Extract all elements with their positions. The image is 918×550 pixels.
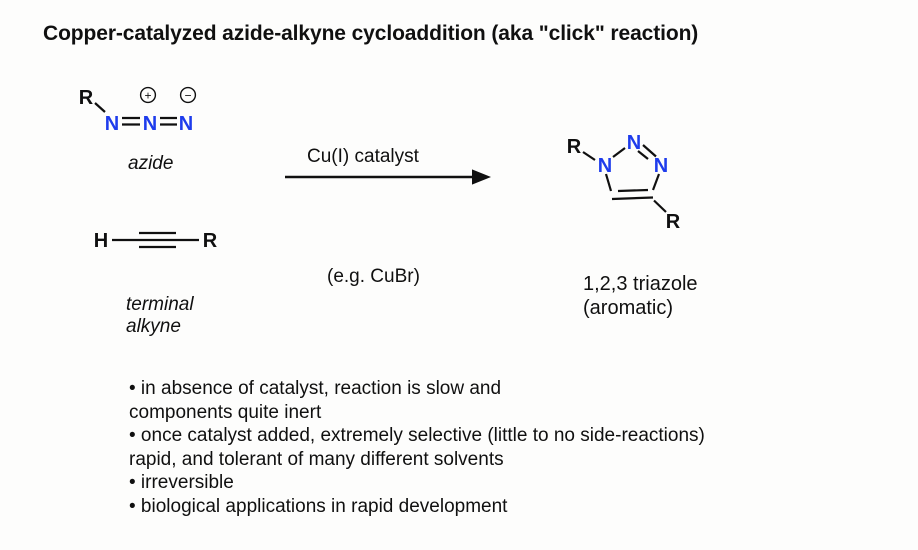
note-line-1: • in absence of catalyst, reaction is sl… [129,378,502,399]
note-line-6: • biological applications in rapid devel… [129,495,508,517]
arrow-head-icon [472,169,491,185]
reaction-arrow [285,169,491,185]
alkyne-caption: terminal alkyne [126,294,194,338]
triazole-n2-n3-double-bond-inner [637,150,649,160]
triazole-caption-line2: (aromatic) [583,297,674,319]
plus-charge-icon: + [139,86,157,104]
alkyne-caption-line1: terminal [126,294,194,315]
minus-charge-sign: − [184,88,191,102]
note-line-5: • irreversible [129,472,234,494]
triazole-c4-c5-bond-edge [611,196,654,201]
minus-charge-icon: − [179,86,197,104]
note-line-4: rapid, and tolerant of many different so… [129,448,504,470]
page-title: Copper-catalyzed azide-alkyne cycloaddit… [43,22,699,45]
azide-n2-atom: N [143,113,157,135]
triazole-n1-n2-bond [612,147,626,158]
triazole-n1-atom: N [598,155,612,177]
triazole-r-n1-bond [582,151,596,161]
triazole-r-top-label: R [567,136,582,158]
azide-n1-atom: N [105,113,119,135]
catalyst-label: Cu(I) catalyst [307,146,419,167]
note-line-2: components quite inert [129,401,322,423]
triazole-structure: R N N N R [567,132,681,233]
alkyne-h-atom: H [94,230,108,252]
note-line-3: • once catalyst added, extremely selecti… [129,425,705,447]
plus-charge-sign: + [144,89,151,103]
triazole-c4-r-bond [653,199,667,213]
alkyne-r-label: R [203,230,218,252]
triazole-caption-line1: 1,2,3 triazole [583,273,698,295]
triazole-c4-c5-double-bond-inner [617,188,649,193]
azide-n3-atom: N [179,113,193,135]
triazole-n3-c4-bond [651,173,661,191]
alkyne-structure: H R [94,230,218,252]
notes-list: • in absence of catalyst, reaction is sl… [129,377,705,519]
azide-structure: R N N N + − [79,86,197,135]
alkyne-caption-line2: alkyne [126,316,181,337]
catalyst-example-label: (e.g. CuBr) [327,266,420,287]
azide-r-n1-bond [94,102,106,113]
triazole-n3-atom: N [654,155,668,177]
azide-r-label: R [79,87,94,109]
triazole-n2-atom: N [627,132,641,154]
triazole-caption: 1,2,3 triazole (aromatic) [583,272,698,320]
azide-caption: azide [128,153,174,174]
triazole-n2-n3-double-bond-outer [642,144,657,158]
triazole-n1-c5-bond [604,173,613,192]
triazole-r-bottom-label: R [666,211,681,233]
